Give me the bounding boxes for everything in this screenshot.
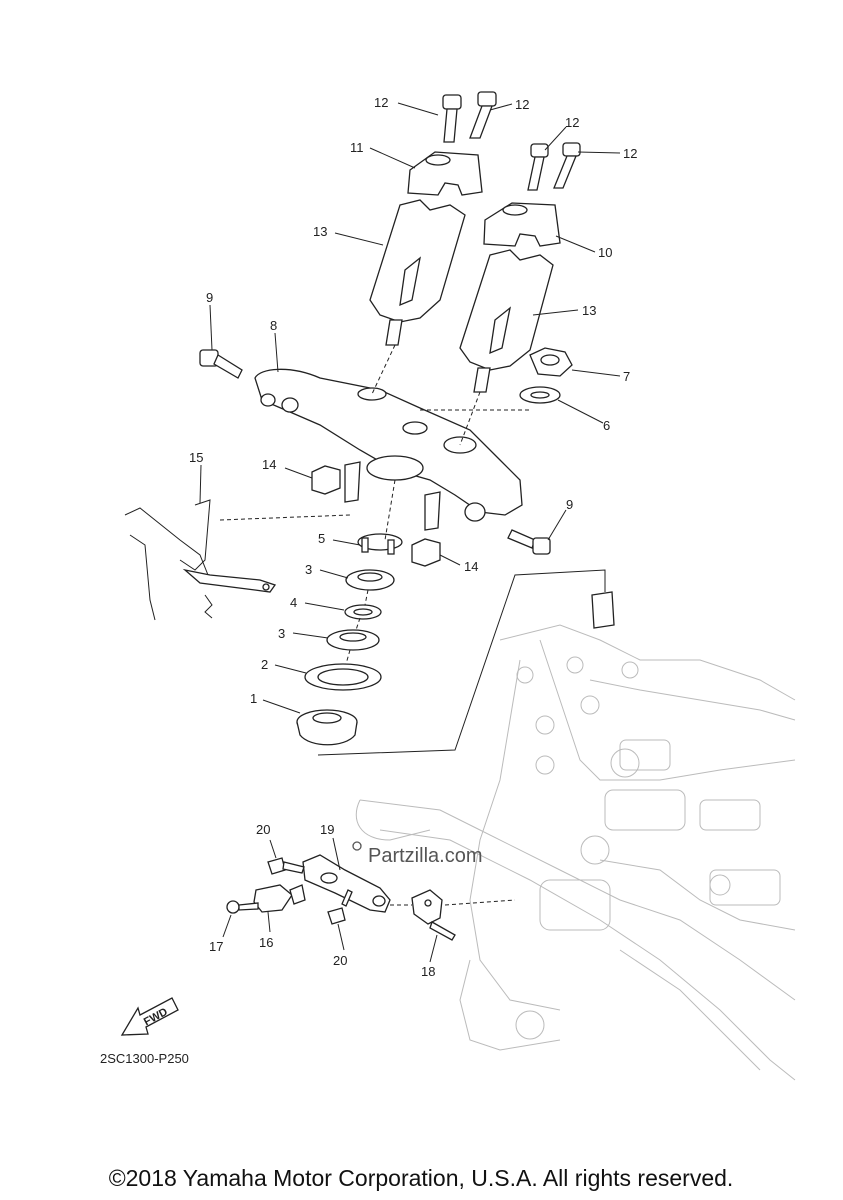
lock-washer-5 bbox=[357, 533, 403, 555]
screw-17 bbox=[226, 900, 259, 914]
callout-18: 18 bbox=[421, 964, 435, 979]
callout-13: 13 bbox=[582, 303, 596, 318]
sensor-18 bbox=[411, 889, 456, 941]
callout-7: 7 bbox=[623, 369, 630, 384]
upper-bracket-8 bbox=[254, 368, 523, 531]
callout-3: 3 bbox=[278, 626, 285, 641]
callout-4: 4 bbox=[290, 595, 297, 610]
callout-5: 5 bbox=[318, 531, 325, 546]
callout-12: 12 bbox=[623, 146, 637, 161]
bolt-12-b bbox=[469, 91, 497, 139]
rubber-washer-4 bbox=[344, 604, 382, 620]
watermark-text: Partzilla.com bbox=[368, 845, 482, 867]
callout-20: 20 bbox=[256, 822, 270, 837]
diagram-code: 2SC1300-P250 bbox=[100, 1051, 189, 1066]
leader-lines bbox=[199, 102, 621, 963]
callout-12: 12 bbox=[374, 95, 388, 110]
callout-9: 9 bbox=[566, 497, 573, 512]
bolt-12-c bbox=[527, 143, 549, 191]
callout-1: 1 bbox=[250, 691, 257, 706]
bolt-12-a bbox=[442, 94, 462, 143]
callout-8: 8 bbox=[270, 318, 277, 333]
bolt-20-upper bbox=[267, 857, 305, 875]
lower-holder-13-right bbox=[459, 249, 554, 393]
callout-14: 14 bbox=[464, 559, 478, 574]
upper-holder-11 bbox=[407, 151, 483, 196]
ring-nut-3-upper bbox=[345, 569, 395, 591]
switch-16 bbox=[253, 884, 306, 913]
bearing-1 bbox=[296, 709, 358, 746]
callout-12: 12 bbox=[515, 97, 529, 112]
callout-15: 15 bbox=[189, 450, 203, 465]
pinch-bolt-9-right bbox=[507, 529, 551, 555]
fwd-label: FWD bbox=[142, 1006, 170, 1028]
bolt-20-lower bbox=[327, 889, 353, 925]
nut-14-right bbox=[411, 538, 441, 567]
callout-11: 11 bbox=[350, 140, 364, 155]
callout-17: 17 bbox=[209, 939, 223, 954]
callout-9: 9 bbox=[206, 290, 213, 305]
callout-2: 2 bbox=[261, 657, 268, 672]
callout-16: 16 bbox=[259, 935, 273, 950]
bearing-cover-2 bbox=[304, 663, 382, 691]
ring-nut-3-lower bbox=[326, 629, 380, 651]
watermark: Partzilla.com bbox=[352, 841, 482, 867]
callout-3: 3 bbox=[305, 562, 312, 577]
steering-stem bbox=[591, 591, 615, 629]
lower-holder-13-left bbox=[369, 199, 466, 346]
callout-14: 14 bbox=[262, 457, 276, 472]
copyright-notice: ©2018 Yamaha Motor Corporation, U.S.A. A… bbox=[109, 1165, 734, 1191]
nut-14-left bbox=[311, 465, 341, 495]
bolt-12-d bbox=[553, 142, 581, 189]
bracket-19 bbox=[302, 854, 391, 913]
wire-stay-15 bbox=[124, 499, 277, 621]
callout-12: 12 bbox=[565, 115, 579, 130]
steering-nut-7 bbox=[529, 347, 573, 377]
callout-6: 6 bbox=[603, 418, 610, 433]
callout-13: 13 bbox=[313, 224, 327, 239]
callout-10: 10 bbox=[598, 245, 612, 260]
washer-6 bbox=[519, 386, 561, 404]
pinch-bolt-9-left bbox=[199, 349, 243, 379]
frame-outline bbox=[355, 624, 796, 1081]
upper-holder-10 bbox=[483, 202, 561, 247]
fwd-arrow: FWD bbox=[120, 997, 179, 1036]
callout-19: 19 bbox=[320, 822, 334, 837]
callout-labels: 12 12 12 12 11 10 13 13 9 8 7 6 14 15 9 … bbox=[189, 95, 637, 979]
callout-20: 20 bbox=[333, 953, 347, 968]
